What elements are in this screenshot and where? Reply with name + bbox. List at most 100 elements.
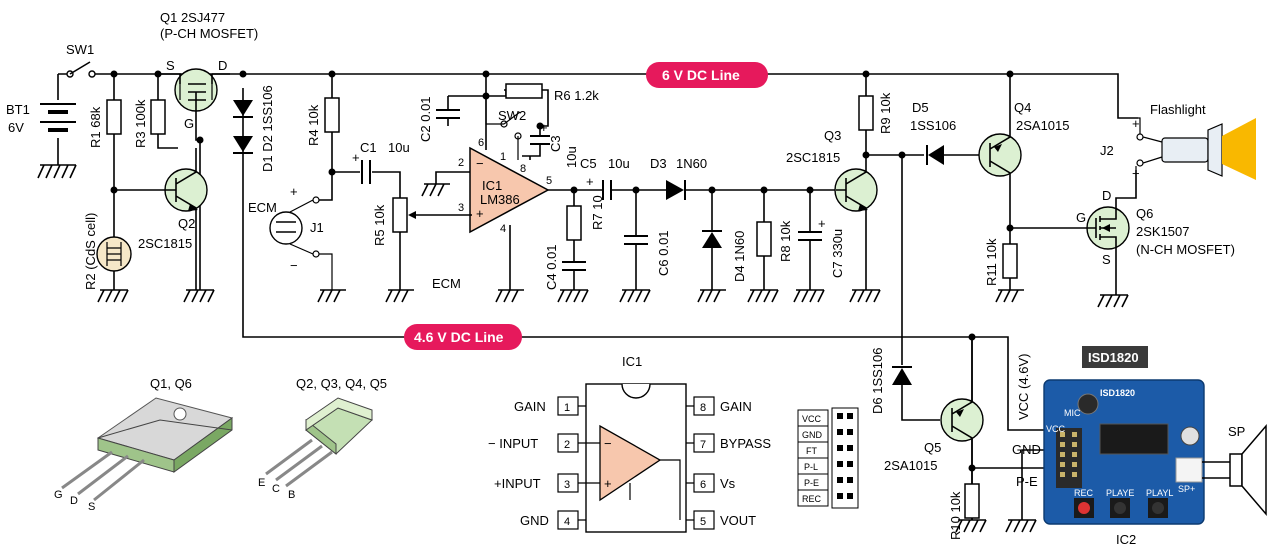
- c1-value: 10u: [388, 140, 410, 155]
- ic1pin-lnum-3: 3: [564, 479, 570, 491]
- q6-d: D: [1102, 188, 1111, 203]
- line-6v: 6 V DC Line: [662, 67, 740, 83]
- j2-plus: +: [1132, 116, 1140, 131]
- line-46v: 4.6 V DC Line: [414, 329, 504, 345]
- resistor-r7-c4: R7 10 C4 0.01: [544, 190, 605, 290]
- ic1pin-rnum-5: 5: [700, 516, 706, 528]
- ic1-pin5: 5: [546, 175, 552, 187]
- r1-label: R1 68k: [88, 106, 103, 148]
- hdr-2: FT: [806, 446, 817, 456]
- ecm-j1: ECM + − J1 ECM: [248, 184, 461, 291]
- ic1pin-left-1: GAIN: [514, 399, 546, 414]
- j2-label: J2: [1100, 143, 1114, 158]
- package-to220: Q1, Q6 G D S: [54, 376, 234, 513]
- c5-ref: C5: [580, 156, 597, 171]
- resistor-r8: R8 10k: [756, 190, 793, 290]
- r3-label: R3 100k: [133, 99, 148, 148]
- hdr-4: P-E: [804, 478, 819, 488]
- ic1pin-left-2: − INPUT: [488, 436, 538, 451]
- r5-label: R5 10k: [372, 204, 387, 246]
- isd-btn-playe: PLAYE: [1106, 488, 1134, 498]
- r8-label: R8 10k: [778, 220, 793, 262]
- cds-cell-r2: R2 (CdS cell): [83, 213, 132, 290]
- ecm-minus: −: [290, 258, 298, 273]
- q6-g: G: [1076, 210, 1086, 225]
- pkg-s: S: [88, 501, 95, 513]
- pkg-q2345-label: Q2, Q3, Q4, Q5: [296, 376, 387, 391]
- diode-d3: D3 1N60: [650, 156, 836, 200]
- package-to92: Q2, Q3, Q4, Q5 E C B: [258, 376, 387, 501]
- c5-value: 10u: [608, 156, 630, 171]
- sw1-label: SW1: [66, 42, 94, 57]
- ecm-label: ECM: [248, 200, 277, 215]
- d6-label: D6 1SS106: [870, 348, 885, 415]
- ic1-pin6: 6: [478, 137, 484, 149]
- ic1pin-minus: −: [604, 436, 612, 451]
- q3-type: 2SC1815: [786, 150, 840, 165]
- pkg-g: G: [54, 489, 63, 501]
- sw2-label: SW2: [498, 108, 526, 123]
- ecm-bottom: ECM: [432, 276, 461, 291]
- hdr-0: VCC: [802, 414, 822, 424]
- capacitor-c7: + C7 330u: [798, 190, 845, 290]
- flashlight-label: Flashlight: [1150, 102, 1206, 117]
- hdr-1: GND: [802, 430, 823, 440]
- q3-ref: Q3: [824, 128, 841, 143]
- pkg-d: D: [70, 495, 78, 507]
- isd-gnd: GND: [1012, 442, 1041, 457]
- d5-type: 1SS106: [910, 118, 956, 133]
- c7-label: C7 330u: [830, 229, 845, 278]
- q4-ref: Q4: [1014, 100, 1031, 115]
- q6-ref: Q6: [1136, 206, 1153, 221]
- c7-plus: +: [818, 216, 826, 231]
- sp-label: SP: [1228, 424, 1245, 439]
- c3-ref: C3: [548, 135, 563, 152]
- isd-btn-rec: REC: [1074, 488, 1094, 498]
- r11-label: R11 10k: [984, 238, 999, 286]
- q1-g: G: [184, 116, 194, 131]
- resistor-r9: R9 10k: [858, 74, 924, 156]
- isd-ic2: IC2: [1116, 532, 1136, 547]
- isd-chip-label: ISD1820: [1100, 388, 1135, 398]
- isd-spk: SP+: [1178, 484, 1195, 494]
- ic1pin-lnum-1: 1: [564, 402, 570, 414]
- d5-ref: D5: [912, 100, 929, 115]
- ic1pin-right-8: GAIN: [720, 399, 752, 414]
- ic1-plus: +: [476, 206, 484, 221]
- ic1-pin8: 8: [520, 163, 526, 175]
- pkg-q16-label: Q1, Q6: [150, 376, 192, 391]
- header-pinout: VCC GND FT P-L P-E REC: [797, 407, 859, 509]
- transistor-q2: Q2 2SC1815: [114, 148, 208, 290]
- d1d2-label: D1 D2 1SS106: [260, 85, 275, 172]
- ic1pin-left-3: +INPUT: [494, 476, 541, 491]
- diode-d4: D4 1N60: [702, 190, 747, 290]
- diode-d5: D5 1SS106: [910, 100, 990, 165]
- pkg-b: B: [288, 489, 295, 501]
- r9-label: R9 10k: [878, 92, 893, 134]
- switch-sw1: SW1: [66, 42, 96, 78]
- ic1-pin2: 2: [458, 157, 464, 169]
- gnd-wire-ic2: [1021, 449, 1044, 520]
- j1-label: J1: [310, 220, 324, 235]
- j2-minus: −: [1132, 166, 1140, 181]
- battery-bt1: BT1 6V: [6, 74, 77, 179]
- isd-mic: MIC: [1064, 408, 1081, 418]
- d3-value: 1N60: [676, 156, 707, 171]
- q6-s: S: [1102, 252, 1111, 267]
- q6-kind: (N-CH MOSFET): [1136, 242, 1235, 257]
- transistor-q5: Q5 2SA1015: [884, 337, 1044, 473]
- q1-s: S: [166, 58, 175, 73]
- ic1-opamp: − + IC1 LM386 2 3 6 1 8 4 5: [448, 96, 594, 290]
- c5-plus: +: [586, 174, 594, 189]
- resistor-r4: R4 10k: [306, 74, 340, 201]
- q1-type: (P-CH MOSFET): [160, 26, 258, 41]
- mosfet-q1: Q1 2SJ477 (P-CH MOSFET) S D G: [158, 10, 258, 290]
- resistor-r10: R10 10k: [948, 468, 980, 540]
- q6-type: 2SK1507: [1136, 224, 1190, 239]
- bt1-label: BT1: [6, 102, 30, 117]
- c1-ref: C1: [360, 140, 377, 155]
- isd-vcc: VCC: [1046, 424, 1066, 434]
- q5-ref: Q5: [924, 440, 941, 455]
- ic1-ref: IC1: [482, 178, 502, 193]
